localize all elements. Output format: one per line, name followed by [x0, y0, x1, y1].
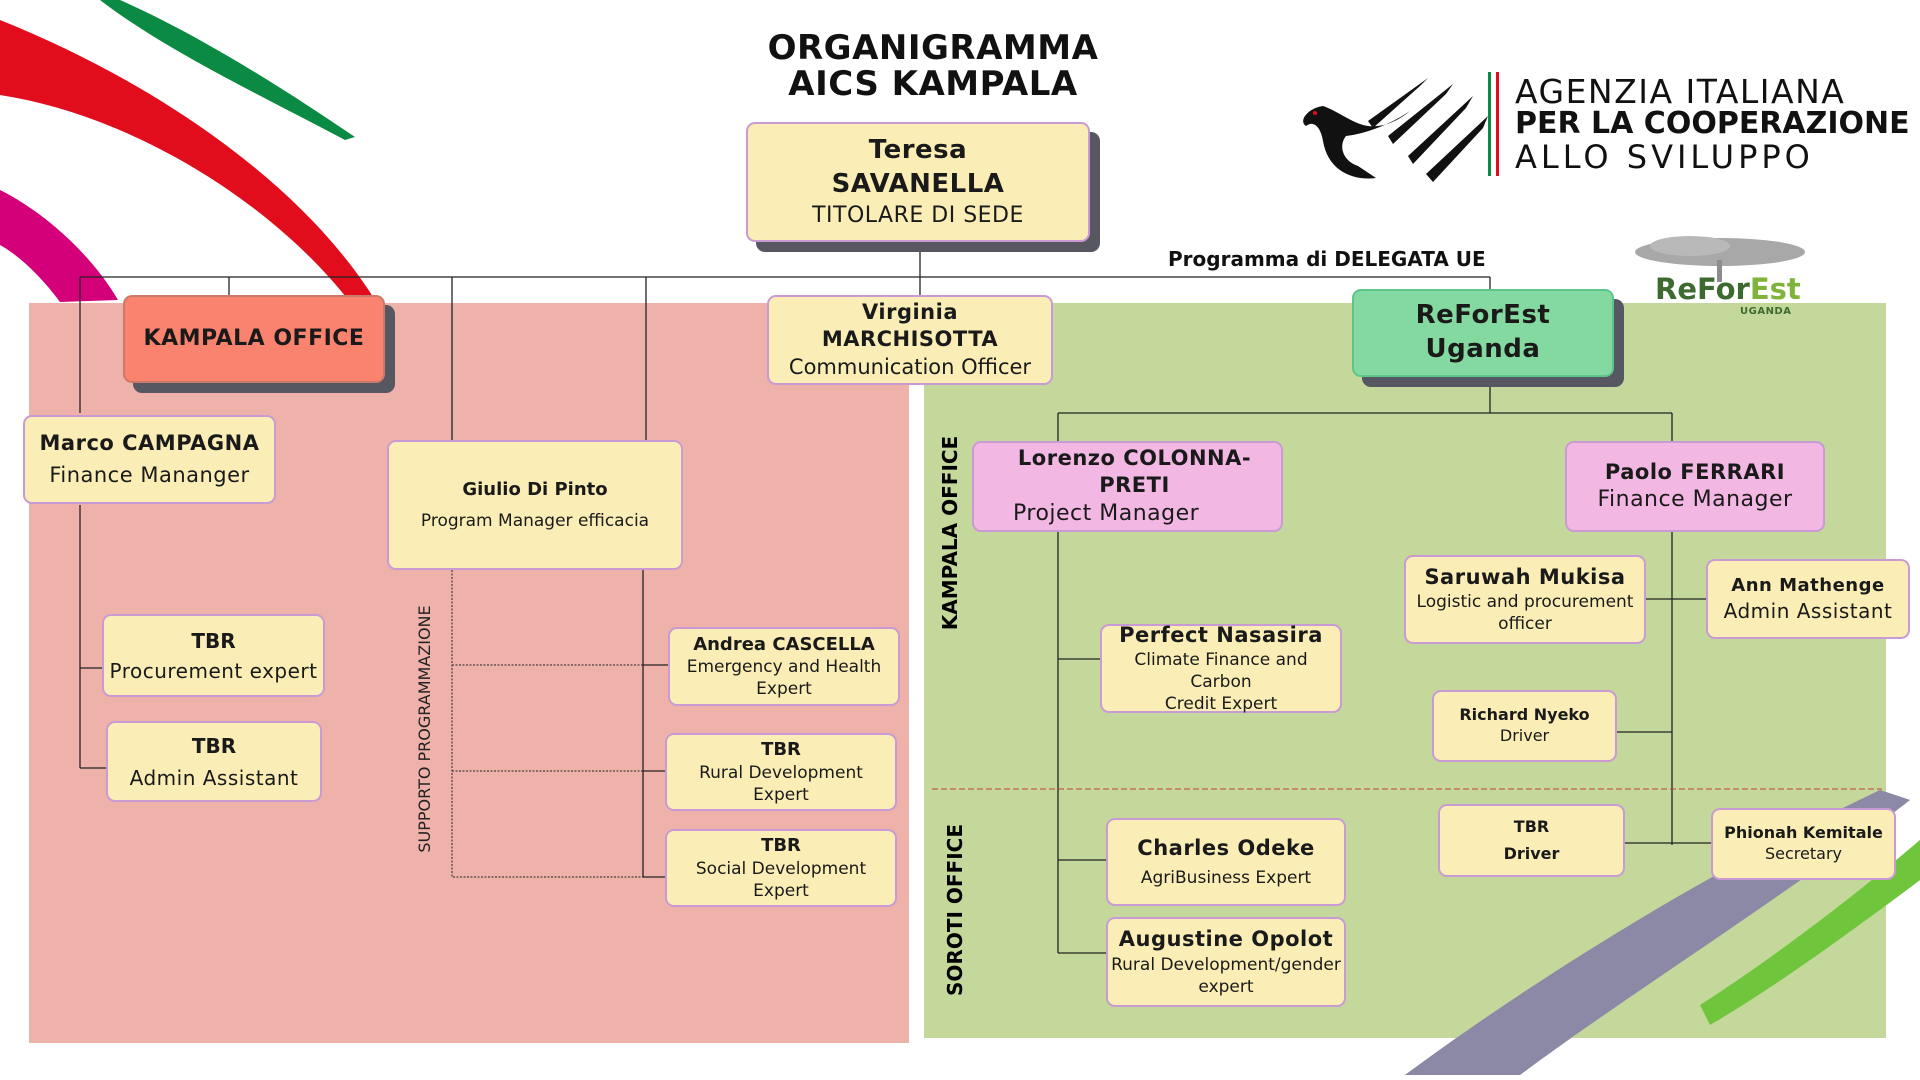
saruwah-role-line2: officer	[1498, 614, 1552, 635]
communication-officer-box: Virginia MARCHISOTTA Communication Offic…	[767, 295, 1053, 385]
admin-assistant-left-box: TBR Admin Assistant	[106, 721, 322, 802]
green-swoosh	[100, 0, 355, 140]
finance-left-role: Finance Mananger	[49, 462, 250, 487]
tree-logo-icon	[1635, 236, 1805, 282]
procurement-expert-box: TBR Procurement expert	[102, 614, 325, 697]
emergency-name: Andrea CASCELLA	[693, 633, 875, 655]
program-manager-role: Program Manager efficacia	[420, 510, 650, 531]
social-role-line1: Social Development	[695, 858, 867, 879]
emergency-expert-box: Andrea CASCELLA Emergency and Health Exp…	[668, 627, 900, 706]
social-name: TBR	[761, 835, 801, 857]
support-programming-label: SUPPORTO PROGRAMMAZIONE	[415, 605, 434, 853]
phionah-role: Secretary	[1765, 844, 1842, 863]
rural-development-box: TBR Rural Development Expert	[665, 733, 897, 811]
agency-logo-line3: ALLO SVILUPPO	[1515, 138, 1814, 176]
perfect-role-line1: Climate Finance and Carbon	[1134, 650, 1308, 693]
dove-logo-icon	[1303, 72, 1499, 182]
kampala-office-vertical-label: KAMPALA OFFICE	[938, 435, 962, 631]
finance-chain	[79, 505, 106, 769]
pm-chain	[642, 570, 668, 878]
reforest-uganda-box: ReForEst Uganda	[1352, 289, 1614, 377]
communication-role: Communication Officer	[788, 354, 1032, 379]
augustine-role-line2: expert	[1198, 976, 1254, 997]
emergency-role-line2: Expert	[756, 679, 812, 700]
procurement-name: TBR	[191, 628, 236, 653]
project-manager-name: Lorenzo COLONNA-PRETI	[1017, 445, 1252, 498]
red-swoosh	[0, 20, 375, 302]
augustine-role-line1: Rural Development/gender	[1111, 954, 1341, 975]
reforest-logo-subtitle: UGANDA	[1740, 306, 1792, 317]
secretary-box: Phionah Kemitale Secretary	[1711, 808, 1896, 880]
top-connector	[79, 248, 1491, 440]
admin-left-name: TBR	[191, 733, 237, 758]
tbr-driver-box: TBR Driver	[1438, 804, 1625, 877]
support-dashed	[451, 570, 643, 878]
phionah-name: Phionah Kemitale	[1724, 823, 1883, 843]
emergency-role-line1: Emergency and Health	[686, 657, 882, 678]
finance-manager-left-box: Marco CAMPAGNA Finance Mananger	[23, 415, 276, 504]
perfect-name: Perfect Nasasira	[1119, 622, 1323, 647]
logistic-officer-box: Saruwah Mukisa Logistic and procurement …	[1404, 555, 1646, 644]
program-label: Programma di DELEGATA UE	[1168, 247, 1486, 271]
finance-right-role: Finance Manager	[1597, 486, 1793, 512]
head-last-name: SAVANELLA	[831, 168, 1005, 199]
communication-last-name: MARCHISOTTA	[821, 327, 999, 352]
green-band-overlay	[1700, 840, 1920, 1025]
agency-logo-line2: PER LA COOPERAZIONE	[1515, 106, 1910, 141]
agency-logo-line1: AGENZIA ITALIANA	[1515, 72, 1846, 111]
project-manager-chain	[1057, 532, 1106, 954]
communication-first-name: Virginia	[862, 300, 958, 325]
admin-assistant-right-box: Ann Mathenge Admin Assistant	[1706, 559, 1910, 639]
soroti-office-vertical-label: SOROTI OFFICE	[943, 824, 967, 996]
chart-title-line2: AICS KAMPALA	[788, 64, 1078, 104]
procurement-role: Procurement expert	[109, 658, 318, 683]
richard-name: Richard Nyeko	[1459, 705, 1590, 725]
finance-left-name: Marco CAMPAGNA	[39, 431, 260, 456]
finance-right-name: Paolo FERRARI	[1604, 459, 1786, 484]
rural-name: TBR	[761, 739, 801, 761]
reforest-box-line2: Uganda	[1425, 334, 1541, 364]
rural-role-line2: Expert	[753, 784, 809, 805]
ann-name: Ann Mathenge	[1731, 575, 1885, 597]
finance-manager-chain	[1617, 532, 1711, 845]
tbr-driver-role: Driver	[1503, 843, 1560, 863]
kampala-office-label: KAMPALA OFFICE	[143, 325, 365, 351]
project-manager-box: Lorenzo COLONNA-PRETI Project Manager	[972, 441, 1283, 532]
chart-title-line1: ORGANIGRAMMA	[767, 28, 1099, 68]
rural-gender-expert-box: Augustine Opolot Rural Development/gende…	[1106, 917, 1346, 1007]
finance-manager-right-box: Paolo FERRARI Finance Manager	[1565, 441, 1825, 532]
kampala-office-box: KAMPALA OFFICE	[123, 295, 385, 383]
magenta-swoosh	[0, 190, 118, 302]
tbr-driver-name: TBR	[1513, 816, 1550, 836]
ann-role: Admin Assistant	[1723, 598, 1893, 623]
project-manager-role: Project Manager	[1013, 500, 1200, 526]
social-role-line2: Expert	[753, 880, 809, 901]
program-manager-box: Giulio Di Pinto Program Manager efficaci…	[387, 440, 683, 570]
head-box: Teresa SAVANELLA TITOLARE DI SEDE	[746, 122, 1090, 242]
head-role: TITOLARE DI SEDE	[812, 202, 1024, 228]
driver-richard-box: Richard Nyeko Driver	[1432, 690, 1617, 762]
reforest-connector	[1057, 385, 1673, 441]
perfect-role-line2: Credit Expert	[1164, 694, 1278, 715]
saruwah-name: Saruwah Mukisa	[1424, 564, 1626, 589]
social-development-box: TBR Social Development Expert	[665, 829, 897, 907]
charles-name: Charles Odeke	[1137, 836, 1315, 861]
head-first-name: Teresa	[868, 134, 968, 165]
saruwah-role-line1: Logistic and procurement	[1416, 592, 1634, 613]
reforest-box-line1: ReForEst	[1415, 300, 1551, 331]
rural-role-line1: Rural Development	[699, 762, 863, 783]
program-manager-name: Giulio Di Pinto	[462, 479, 608, 501]
richard-role: Driver	[1499, 726, 1550, 745]
charles-role: AgriBusiness Expert	[1140, 867, 1312, 888]
climate-finance-expert-box: Perfect Nasasira Climate Finance and Car…	[1100, 622, 1342, 715]
augustine-name: Augustine Opolot	[1118, 927, 1334, 952]
agribusiness-expert-box: Charles Odeke AgriBusiness Expert	[1106, 818, 1346, 906]
admin-left-role: Admin Assistant	[129, 765, 299, 790]
reforest-logo-text: ReForEst	[1655, 272, 1801, 306]
